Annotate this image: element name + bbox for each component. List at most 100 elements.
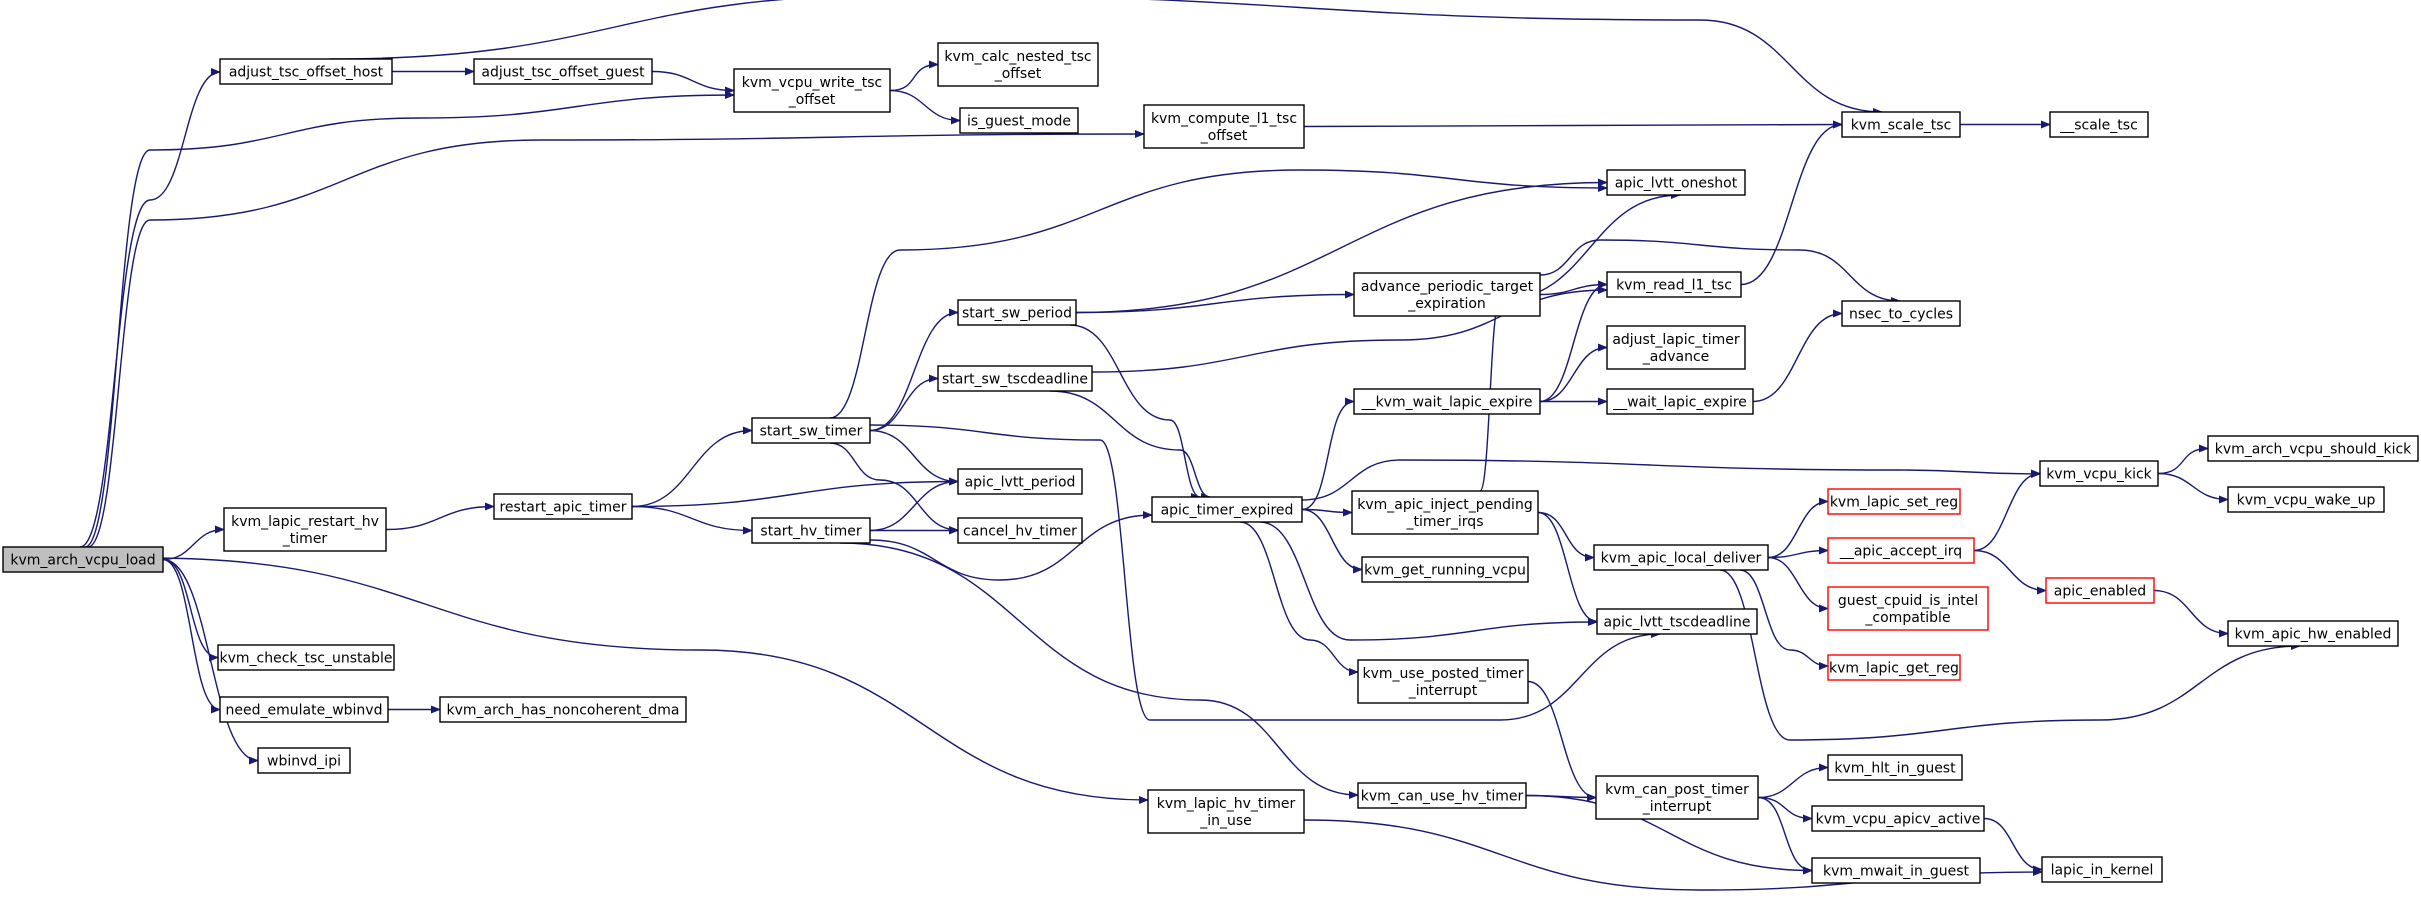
node-label: kvm_arch_vcpu_should_kick	[2215, 442, 2412, 458]
node-apic_lvtt_period[interactable]: apic_lvtt_period	[957, 468, 1083, 495]
node-kvm_vcpu_wake_up[interactable]: kvm_vcpu_wake_up	[2227, 486, 2385, 513]
node-label: advance_periodic_target	[1361, 279, 1534, 295]
node-__kvm_wait_lapic_expire[interactable]: __kvm_wait_lapic_expire	[1353, 388, 1541, 415]
node-label: guest_cpuid_is_intel	[1838, 593, 1978, 609]
node-kvm_vcpu_apicv_active[interactable]: kvm_vcpu_apicv_active	[1811, 805, 1985, 832]
node-kvm_can_use_hv_timer[interactable]: kvm_can_use_hv_timer	[1357, 782, 1527, 809]
node-kvm_apic_hw_enabled[interactable]: kvm_apic_hw_enabled	[2227, 620, 2399, 647]
node-box	[1827, 654, 1961, 681]
edge-start_sw_period-to-advance_periodic_target_expiration	[1075, 290, 1355, 314]
node-lapic_in_kernel[interactable]: lapic_in_kernel	[2041, 856, 2163, 883]
node-kvm_apic_local_deliver[interactable]: kvm_apic_local_deliver	[1593, 544, 1769, 571]
node-kvm_arch_has_noncoherent_dma[interactable]: kvm_arch_has_noncoherent_dma	[439, 696, 687, 723]
edge-apic_timer_expired-to-apic_lvtt_tscdeadline	[1259, 521, 1598, 641]
node-kvm_arch_vcpu_load[interactable]: kvm_arch_vcpu_load	[2, 546, 164, 573]
node-box	[937, 365, 1093, 392]
node-wbinvd_ipi[interactable]: wbinvd_ipi	[257, 747, 351, 774]
node-apic_timer_expired[interactable]: apic_timer_expired	[1151, 496, 1303, 523]
node-label: lapic_in_kernel	[2051, 863, 2154, 879]
node-box	[2041, 856, 2163, 883]
node-cancel_hv_timer[interactable]: cancel_hv_timer	[957, 517, 1083, 544]
node-box	[751, 417, 871, 444]
edge-kvm_arch_vcpu_load-to-adjust_tsc_offset_host	[79, 68, 221, 548]
node-box	[1353, 388, 1541, 415]
node-kvm_compute_l1_tsc_offset[interactable]: kvm_compute_l1_tsc_offset	[1143, 104, 1305, 149]
edge-apic_timer_expired-to-kvm_get_running_vcpu	[1301, 508, 1363, 574]
node-start_hv_timer[interactable]: start_hv_timer	[751, 517, 871, 544]
node-box	[1827, 586, 1989, 631]
node-apic_lvtt_tscdeadline[interactable]: apic_lvtt_tscdeadline	[1596, 608, 1758, 635]
node-__apic_accept_irq[interactable]: __apic_accept_irq	[1827, 537, 1975, 564]
edge-kvm_lapic_restart_hv_timer-to-restart_apic_timer	[385, 502, 495, 531]
node-is_guest_mode[interactable]: is_guest_mode	[959, 107, 1079, 134]
edge-kvm_apic_inject_pending_timer_irqs-to-apic_lvtt_tscdeadline	[1537, 511, 1598, 626]
node-kvm_vcpu_kick[interactable]: kvm_vcpu_kick	[2039, 460, 2159, 487]
edge-restart_apic_timer-to-apic_lvtt_period	[631, 477, 959, 508]
edge-start_sw_timer-to-cancel_hv_timer	[829, 442, 959, 534]
node-advance_periodic_target_expiration[interactable]: advance_periodic_target_expiration	[1353, 272, 1541, 317]
node-label: kvm_arch_has_noncoherent_dma	[447, 703, 680, 719]
node-kvm_lapic_get_reg[interactable]: kvm_lapic_get_reg	[1827, 654, 1961, 681]
node-kvm_calc_nested_tsc_offset[interactable]: kvm_calc_nested_tsc_offset	[937, 42, 1099, 87]
node-apic_enabled[interactable]: apic_enabled	[2045, 577, 2155, 604]
edge-__wait_lapic_expire-to-nsec_to_cycles	[1752, 309, 1843, 403]
edge-apic_timer_expired-to-kvm_vcpu_kick	[1301, 459, 2041, 501]
node-adjust_tsc_offset_host[interactable]: adjust_tsc_offset_host	[219, 58, 393, 85]
node-__wait_lapic_expire[interactable]: __wait_lapic_expire	[1606, 388, 1754, 415]
node-adjust_lapic_timer_advance[interactable]: adjust_lapic_timer_advance	[1606, 325, 1746, 370]
edge-__apic_accept_irq-to-kvm_vcpu_kick	[1973, 469, 2041, 552]
edge-kvm_arch_vcpu_load-to-kvm_lapic_restart_hv_timer	[162, 525, 225, 561]
node-label: kvm_lapic_get_reg	[1829, 661, 1959, 677]
node-__scale_tsc[interactable]: __scale_tsc	[2049, 111, 2149, 138]
node-box	[2045, 577, 2155, 604]
node-label: kvm_lapic_restart_hv	[231, 514, 379, 530]
node-kvm_use_posted_timer_interrupt[interactable]: kvm_use_posted_timer_interrupt	[1357, 659, 1529, 704]
edge-kvm_can_use_hv_timer-to-kvm_mwait_in_guest	[1525, 794, 1813, 875]
edge-adjust_tsc_offset_guest-to-kvm_vcpu_write_tsc_offset	[651, 70, 735, 95]
node-box	[257, 747, 351, 774]
edge-__apic_accept_irq-to-apic_enabled	[1973, 549, 2047, 595]
edge-start_sw_period-to-apic_timer_expired	[1069, 324, 1201, 501]
node-start_sw_tscdeadline[interactable]: start_sw_tscdeadline	[937, 365, 1093, 392]
node-kvm_apic_inject_pending_timer_irqs[interactable]: kvm_apic_inject_pending_timer_irqs	[1351, 490, 1539, 535]
edge-kvm_can_post_timer_interrupt-to-kvm_mwait_in_guest	[1757, 796, 1813, 875]
edge-start_sw_timer-to-apic_lvtt_period	[869, 429, 959, 486]
node-start_sw_period[interactable]: start_sw_period	[957, 299, 1077, 326]
node-box	[1827, 537, 1975, 564]
node-need_emulate_wbinvd[interactable]: need_emulate_wbinvd	[219, 696, 389, 723]
node-kvm_get_running_vcpu[interactable]: kvm_get_running_vcpu	[1361, 556, 1529, 583]
node-label: kvm_scale_tsc	[1851, 118, 1952, 134]
node-guest_cpuid_is_intel_compatible[interactable]: guest_cpuid_is_intel_compatible	[1827, 586, 1989, 631]
node-kvm_lapic_hv_timer_in_use[interactable]: kvm_lapic_hv_timer_in_use	[1147, 789, 1305, 834]
node-box	[2039, 460, 2159, 487]
edge-start_sw_period-to-apic_lvtt_oneshot	[1075, 178, 1608, 314]
node-label: __apic_accept_irq	[1839, 544, 1962, 560]
node-apic_lvtt_oneshot[interactable]: apic_lvtt_oneshot	[1606, 169, 1746, 196]
node-adjust_tsc_offset_guest[interactable]: adjust_tsc_offset_guest	[473, 58, 653, 85]
node-box	[1361, 556, 1529, 583]
edge-kvm_arch_vcpu_load-to-kvm_vcpu_write_tsc_offset	[84, 91, 735, 548]
node-kvm_scale_tsc[interactable]: kvm_scale_tsc	[1841, 111, 1961, 138]
node-kvm_check_tsc_unstable[interactable]: kvm_check_tsc_unstable	[217, 644, 395, 671]
node-label: kvm_mwait_in_guest	[1823, 864, 1970, 880]
node-kvm_hlt_in_guest[interactable]: kvm_hlt_in_guest	[1827, 754, 1963, 781]
edge-kvm_arch_vcpu_load-to-kvm_lapic_hv_timer_in_use	[149, 557, 1149, 804]
node-kvm_lapic_set_reg[interactable]: kvm_lapic_set_reg	[1827, 488, 1961, 515]
node-label: apic_timer_expired	[1161, 503, 1294, 519]
node-label: kvm_vcpu_kick	[2046, 467, 2152, 483]
node-kvm_arch_vcpu_should_kick[interactable]: kvm_arch_vcpu_should_kick	[2207, 435, 2419, 462]
node-kvm_lapic_restart_hv_timer[interactable]: kvm_lapic_restart_hv_timer	[223, 507, 387, 552]
node-kvm_mwait_in_guest[interactable]: kvm_mwait_in_guest	[1811, 857, 1981, 884]
node-box	[1593, 544, 1769, 571]
node-start_sw_timer[interactable]: start_sw_timer	[751, 417, 871, 444]
node-box	[1811, 857, 1981, 884]
node-box	[751, 517, 871, 544]
node-box	[493, 493, 633, 520]
node-kvm_read_l1_tsc[interactable]: kvm_read_l1_tsc	[1606, 271, 1742, 298]
node-nsec_to_cycles[interactable]: nsec_to_cycles	[1841, 300, 1961, 327]
node-kvm_vcpu_write_tsc_offset[interactable]: kvm_vcpu_write_tsc_offset	[733, 68, 891, 113]
edge-start_sw_timer-to-start_sw_tscdeadline	[869, 374, 939, 432]
node-kvm_can_post_timer_interrupt[interactable]: kvm_can_post_timer_interrupt	[1595, 775, 1759, 820]
node-restart_apic_timer[interactable]: restart_apic_timer	[493, 493, 633, 520]
node-label: kvm_vcpu_write_tsc	[742, 75, 882, 91]
